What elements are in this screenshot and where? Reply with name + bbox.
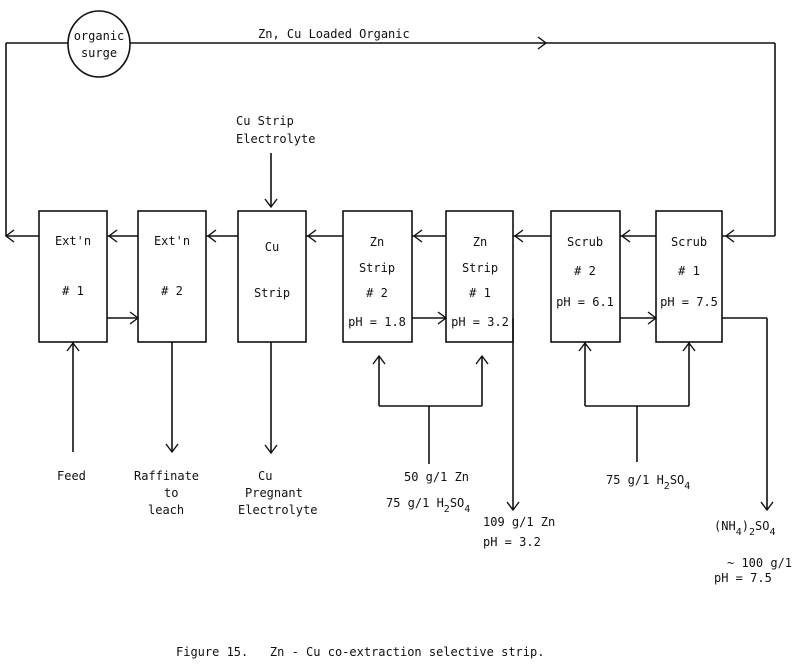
zn-manifold-right-arrow-icon <box>475 354 489 365</box>
unit-ext1: Ext'n # 1 <box>38 210 108 343</box>
raffinate-label-1: Raffinate <box>134 469 199 483</box>
zn-manifold-left-arrow-icon <box>372 354 386 365</box>
zn-strip-2-label-1: Zn <box>370 235 384 249</box>
zn-product-label-1: 109 g/1 Zn <box>483 515 555 529</box>
flow-z1-z2-arrow-icon <box>412 229 423 243</box>
cu-pregnant-label-1: Cu <box>258 469 272 483</box>
scrub-feed-main: 75 g/1 H <box>606 473 664 487</box>
scrub-manifold <box>578 341 696 462</box>
scrub-manifold-right-arrow-icon <box>682 341 696 352</box>
zn-strip-feed-2-sub1: 2 <box>444 504 450 515</box>
organic-flow <box>107 229 656 243</box>
zn-strip-2-label-2: Strip <box>359 261 395 275</box>
unit-scrub-1: Scrub # 1 pH = 7.5 <box>655 210 723 343</box>
unit-ext2: Ext'n # 2 <box>137 210 207 343</box>
ammonium-s2: 2 <box>749 527 755 538</box>
zn-product-arrow-icon <box>506 501 520 512</box>
organic-surge: organic surge <box>67 10 131 78</box>
raffinate-label-3: leach <box>148 503 184 517</box>
ammonium-s3: 4 <box>769 527 775 538</box>
zn-strip-2-box <box>342 210 413 343</box>
zn-strip-2-label-3: # 2 <box>366 286 388 300</box>
scrub-1-box <box>655 210 723 343</box>
zn-strip-feed-2-main: 75 g/1 H <box>386 496 444 510</box>
scrub-feed-mid: SO <box>670 473 684 487</box>
aq-z2-z1-arrow-icon <box>437 311 448 325</box>
cu-strip-electrolyte-label-2: Electrolyte <box>236 132 315 146</box>
loop-label: Zn, Cu Loaded Organic <box>258 27 410 41</box>
ammonium-p2: ) <box>742 519 749 533</box>
scrub-feed-sub1: 2 <box>664 481 670 492</box>
cu-strip-electrolyte-label-1: Cu Strip <box>236 114 294 128</box>
ammonium-formula: (NH4)2SO4 <box>714 519 775 538</box>
unit-zn-strip-1: Zn Strip # 1 pH = 3.2 <box>445 210 514 343</box>
scrub-feed-sub2: 4 <box>684 481 690 492</box>
unit-scrub-2: Scrub # 2 pH = 6.1 <box>550 210 621 343</box>
zn-strip-1-label-3: # 1 <box>469 286 491 300</box>
cu-strip-box <box>237 210 307 343</box>
aq-e1-e2-arrow-icon <box>129 311 140 325</box>
cu-strip-electrolyte-arrow-icon <box>264 198 278 209</box>
zn-strip-feed-1: 50 g/1 Zn <box>404 470 469 484</box>
cu-strip-label-3: Strip <box>254 286 290 300</box>
loop-return-arrow-icon <box>724 229 735 243</box>
zn-strip-1-ph: pH = 3.2 <box>451 315 509 329</box>
loop-left-arrow-icon <box>4 229 15 243</box>
scrub-2-ph: pH = 6.1 <box>556 295 614 309</box>
ext1-label-2: # 1 <box>62 284 84 298</box>
cu-pregnant-label-3: Electrolyte <box>238 503 317 517</box>
scrub-1-ph: pH = 7.5 <box>660 295 718 309</box>
ammonium-p1: (NH <box>714 519 736 533</box>
flow-s1-s2-arrow-icon <box>620 229 631 243</box>
zn-strip-feed-2-mid: SO <box>450 496 464 510</box>
scrub-2-label-2: # 2 <box>574 264 596 278</box>
ext2-box <box>137 210 207 343</box>
zn-strip-feed-2: 75 g/1 H2SO4 <box>386 496 470 515</box>
ammonium-p3: SO <box>755 519 769 533</box>
ext2-label-1: Ext'n <box>154 234 190 248</box>
flow-z2-cu-arrow-icon <box>306 229 317 243</box>
zn-strip-manifold <box>372 354 489 464</box>
scrub-1-label-1: Scrub <box>671 235 707 249</box>
flow-cu-e2-arrow-icon <box>206 229 217 243</box>
organic-loop <box>4 36 776 243</box>
zn-strip-1-label-2: Strip <box>462 261 498 275</box>
cu-pregnant-arrow-icon <box>264 444 278 455</box>
unit-zn-strip-2: Zn Strip # 2 pH = 1.8 <box>342 210 413 343</box>
aq-s2-s1-arrow-icon <box>647 311 658 325</box>
figure-caption: Figure 15. Zn - Cu co-extraction selecti… <box>176 645 544 659</box>
ammonium-arrow-icon <box>760 501 774 512</box>
ammonium-conc: ~ 100 g/1 <box>727 556 792 570</box>
flow-s2-z1-arrow-icon <box>513 229 524 243</box>
zn-strip-feed-2-sub2: 4 <box>464 504 470 515</box>
raffinate-arrow-icon <box>165 443 179 454</box>
organic-surge-tank <box>67 10 131 78</box>
zn-product-label-2: pH = 3.2 <box>483 535 541 549</box>
loop-arrow-right-icon <box>537 36 548 50</box>
scrub-manifold-left-arrow-icon <box>578 341 592 352</box>
unit-cu-strip: Cu Strip <box>237 210 307 343</box>
feed-label: Feed <box>57 469 86 483</box>
organic-surge-label-1: organic <box>74 29 125 43</box>
raffinate-label-2: to <box>164 486 178 500</box>
scrub-2-label-1: Scrub <box>567 235 603 249</box>
flow-e2-e1-arrow-icon <box>107 229 118 243</box>
zn-strip-1-label-1: Zn <box>473 235 487 249</box>
ext1-label-1: Ext'n <box>55 234 91 248</box>
zn-strip-1-box <box>445 210 514 343</box>
organic-surge-label-2: surge <box>81 46 117 60</box>
zn-strip-2-ph: pH = 1.8 <box>348 315 406 329</box>
cu-strip-label-1: Cu <box>265 240 279 254</box>
cu-pregnant-label-2: Pregnant <box>245 486 303 500</box>
aqueous-flow <box>107 311 658 325</box>
ext1-box <box>38 210 108 343</box>
scrub-feed: 75 g/1 H2SO4 <box>606 473 690 492</box>
ext2-label-2: # 2 <box>161 284 183 298</box>
ammonium-s1: 4 <box>736 527 742 538</box>
scrub-1-label-2: # 1 <box>678 264 700 278</box>
scrub-2-box <box>550 210 621 343</box>
ammonium-ph: pH = 7.5 <box>714 571 772 585</box>
feed-arrow-icon <box>66 341 80 352</box>
